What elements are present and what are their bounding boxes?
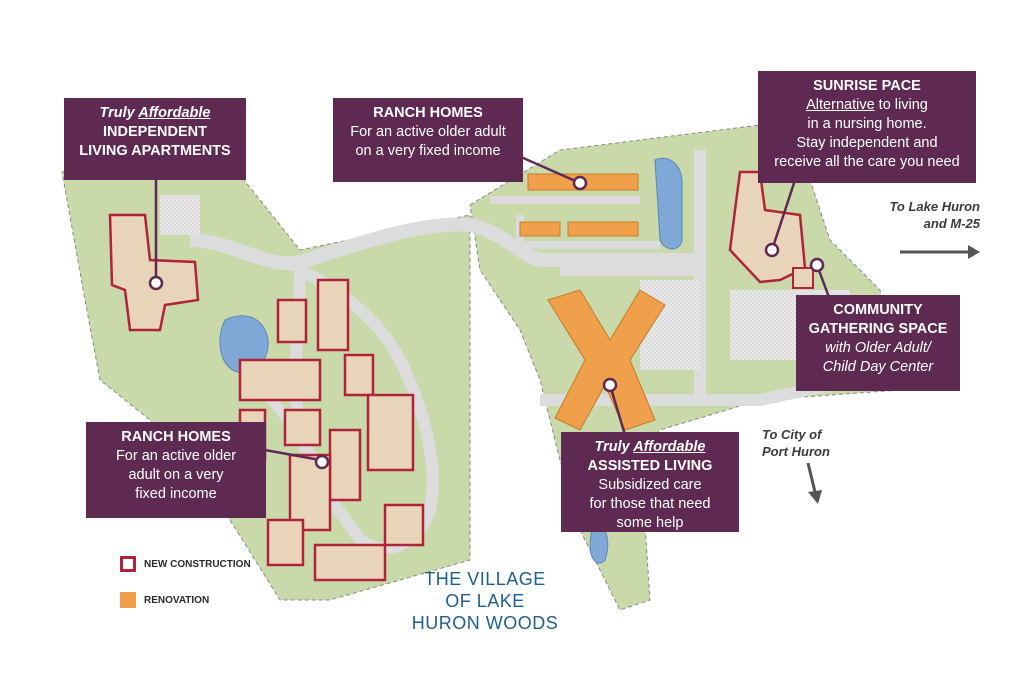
callout-text: For an active older [115,448,237,464]
callout-sunrise-pace: SUNRISE PACE Alternative to living in a … [758,71,976,183]
pond-east [654,157,683,250]
callout-title: SUNRISE PACE [813,78,921,94]
callout-title: GATHERING SPACE [808,321,948,337]
callout-affordable-label: Affordable [633,439,706,455]
west-ranch-homes [238,278,425,582]
direction-text: and M-25 [923,216,980,231]
location-markers [148,175,825,470]
direction-port-huron: To City of Port Huron [762,426,852,460]
main-road [189,217,700,271]
direction-lake-huron: To Lake Huron and M-25 [876,198,980,232]
callout-truly-label: Truly [594,439,634,455]
callout-assisted-living: Truly Affordable ASSISTED LIVING Subsidi… [561,432,739,532]
callout-title: ASSISTED LIVING [587,458,713,474]
callout-title: INDEPENDENT [103,124,207,140]
map-title-line: HURON WOODS [411,613,559,633]
callout-title: COMMUNITY [833,302,923,318]
callout-text: Stay independent and [796,135,938,151]
direction-text: To Lake Huron [889,199,980,214]
callout-text: in a nursing home. [807,116,927,132]
legend-swatch-new [120,556,136,572]
callout-text: to living [874,97,928,113]
callout-text: some help [616,515,684,531]
assisted-living-building [547,289,666,431]
callout-text: Child Day Center [822,359,934,375]
callout-title: RANCH HOMES [373,105,483,121]
callout-ranch-homes-left: RANCH HOMES For an active older adult on… [86,422,266,518]
direction-text: Port Huron [762,444,830,459]
callout-text: with Older Adult/ [825,340,931,356]
parking-west [160,195,200,235]
callout-community-gathering: COMMUNITY GATHERING SPACE with Older Adu… [796,295,960,391]
callout-text: For an active older adult [350,124,506,140]
direction-text: To City of [762,427,822,442]
callout-text: receive all the care you need [774,154,960,170]
callout-text: Subsidized care [598,477,702,493]
map-title: THE VILLAGE OF LAKE HURON WOODS [400,568,570,634]
callout-text: for those that need [589,496,711,512]
callout-title: RANCH HOMES [121,429,231,445]
legend-label: NEW CONSTRUCTION [144,558,251,570]
legend-swatch-renovation [120,592,136,608]
callout-title: LIVING APARTMENTS [79,143,231,159]
arrow-lake-huron [900,245,980,259]
legend-label: RENOVATION [144,594,210,606]
callout-text: fixed income [135,486,217,502]
map-title-line: THE VILLAGE [424,569,546,589]
callout-ranch-homes-top: RANCH HOMES For an active older adult on… [333,98,523,182]
independent-living-building [108,213,200,332]
callout-alternative-label: Alternative [806,97,875,113]
legend-new-construction: NEW CONSTRUCTION [120,556,251,572]
callout-text: on a very fixed income [355,143,501,159]
map-title-line: OF LAKE [445,591,525,611]
legend-renovation: RENOVATION [120,592,209,608]
arrow-port-huron [806,462,822,504]
callout-affordable-label: Affordable [138,105,211,121]
callout-independent-living: Truly Affordable INDEPENDENT LIVING APAR… [64,98,246,180]
callout-text: adult on a very [128,467,224,483]
callout-truly-label: Truly [99,105,139,121]
community-space-building [792,267,814,289]
